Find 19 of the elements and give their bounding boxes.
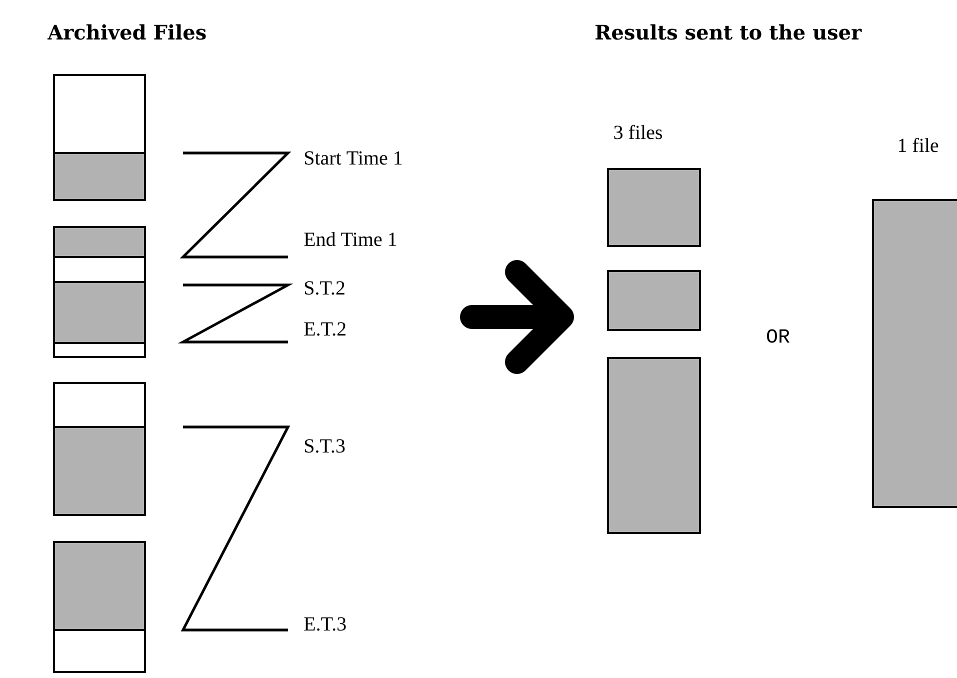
text-label: 1 file: [898, 138, 938, 152]
heading: Archived Files: [47, 24, 206, 40]
text-label: End Time 1: [304, 232, 396, 246]
file-block: [607, 270, 701, 331]
text-label: 3 files: [614, 124, 662, 140]
file-block: [607, 168, 701, 247]
text-label: S.T.2: [304, 281, 344, 295]
text-label: OR: [767, 329, 790, 343]
file-block: [872, 199, 957, 508]
text-label: Start Time 1: [304, 151, 402, 165]
text-label: E.T.3: [304, 617, 346, 631]
text-label: S.T.3: [304, 439, 345, 453]
file-block: [607, 357, 701, 534]
file-block: [53, 74, 146, 201]
file-block: [53, 382, 146, 516]
heading: Results sent to the user: [596, 24, 862, 40]
file-block: [53, 541, 146, 673]
text-label: E.T.2: [304, 322, 346, 336]
file-block: [53, 226, 146, 358]
